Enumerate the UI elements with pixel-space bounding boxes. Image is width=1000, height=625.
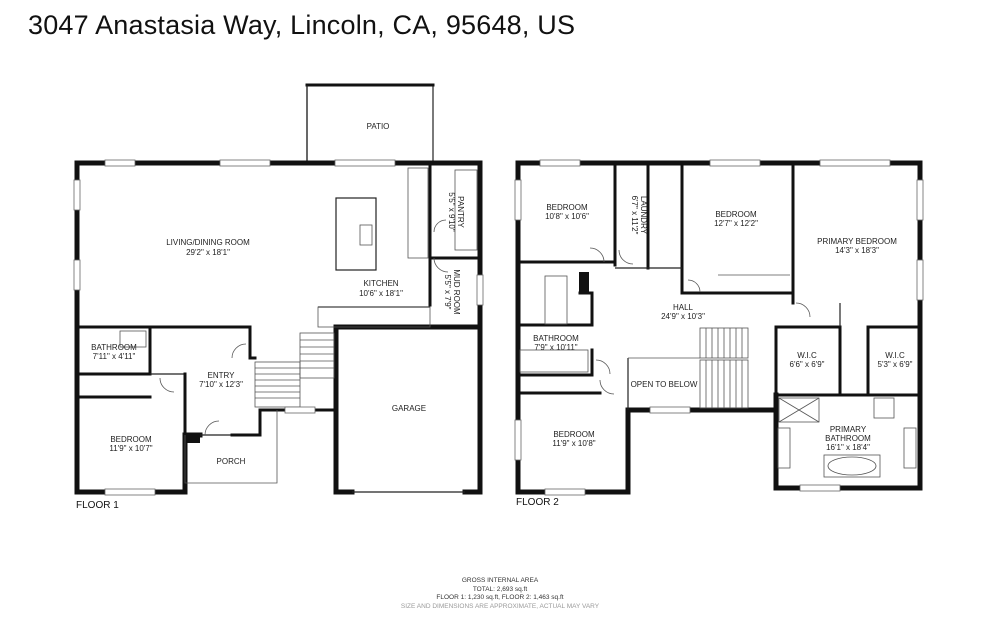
room-name-bathroom: BATHROOM — [91, 343, 137, 352]
room-name-entry: ENTRY — [208, 371, 236, 380]
room-name-pantry: PANTRY — [456, 196, 465, 228]
room-name-wic-2: W.I.C — [885, 351, 905, 360]
room-name-bathroom-2: BATHROOM — [533, 334, 579, 343]
room-dims-primary-bath: 16'1" x 18'4" — [826, 443, 870, 452]
room-name-mudroom: MUD ROOM — [452, 269, 461, 315]
room-name-wic-1: W.I.C — [797, 351, 817, 360]
property-address: 3047 Anastasia Way, Lincoln, CA, 95648, … — [28, 10, 576, 40]
area-summary: GROSS INTERNAL AREA TOTAL: 2,693 sq.ft F… — [0, 577, 1000, 611]
room-name-bedroom-b: BEDROOM — [715, 210, 757, 219]
room-dims-mudroom: 5'5" x 7'9" — [443, 275, 452, 310]
room-name-hall: HALL — [673, 303, 694, 312]
room-dims-laundry: 6'7" x 11'2" — [630, 196, 639, 235]
floor-1-label: FLOOR 1 — [76, 500, 119, 511]
room-dims-living: 29'2" x 18'1" — [186, 248, 230, 257]
room-name-bedroom: BEDROOM — [110, 435, 152, 444]
room-name-porch: PORCH — [217, 457, 246, 466]
room-dims-wic-1: 6'6" x 6'9" — [790, 360, 825, 369]
room-name-primary-bath-line1: PRIMARY — [830, 425, 867, 434]
room-dims-pantry: 5'5" x 9'10" — [447, 192, 456, 232]
room-name-open-to-below: OPEN TO BELOW — [631, 380, 698, 389]
room-dims-primary-bedroom: 14'3" x 18'3" — [835, 246, 879, 255]
room-dims-wic-2: 5'3" x 6'9" — [878, 360, 913, 369]
room-dims-hall: 24'9" x 10'3" — [661, 312, 705, 321]
floor-2-plan: BEDROOM 10'8" x 10'6" LAUNDRY 6'7" x 11'… — [514, 159, 924, 496]
kitchen-island — [335, 197, 377, 271]
floor-1-outer-wall — [74, 160, 483, 330]
room-name-patio: PATIO — [367, 122, 390, 131]
floor-2-stairs — [628, 327, 749, 409]
room-name-bedroom-c: BEDROOM — [553, 430, 595, 439]
room-name-kitchen: KITCHEN — [363, 279, 398, 288]
room-name-garage: GARAGE — [392, 404, 426, 413]
room-name-laundry: LAUNDRY — [639, 196, 648, 235]
area-disclaimer: SIZE AND DIMENSIONS ARE APPROXIMATE, ACT… — [400, 602, 600, 610]
room-name-primary-bedroom: PRIMARY BEDROOM — [817, 237, 897, 246]
room-dims-entry: 7'10" x 12'3" — [199, 380, 243, 389]
room-name-living: LIVING/DINING ROOM — [166, 238, 250, 247]
room-dims-bathroom-2: 7'9" x 10'11" — [534, 343, 577, 352]
room-dims-bedroom-a: 10'8" x 10'6" — [545, 212, 589, 221]
room-name-primary-bath-line2: BATHROOM — [825, 434, 871, 443]
area-total: TOTAL: 2,693 sq.ft — [472, 585, 528, 593]
area-heading: GROSS INTERNAL AREA — [461, 577, 539, 584]
room-dims-bedroom-b: 12'7" x 12'2" — [714, 219, 758, 228]
room-dims-bedroom-c: 11'9" x 10'8" — [552, 439, 595, 448]
room-dims-kitchen: 10'6" x 18'1" — [359, 289, 403, 298]
room-name-bedroom-a: BEDROOM — [546, 203, 588, 212]
floor-1-stairs — [254, 332, 335, 408]
floor-2-label: FLOOR 2 — [516, 497, 559, 508]
floor-1-plan: PATIO LIVING/DINING ROOM 29'2" x 18'1" K… — [73, 83, 484, 496]
room-dims-bedroom: 11'9" x 10'7" — [109, 444, 152, 453]
porch-outline — [184, 410, 278, 484]
room-dims-bathroom: 7'11" x 4'11" — [93, 352, 136, 361]
area-floors: FLOOR 1: 1,230 sq.ft, FLOOR 2: 1,463 sq.… — [436, 594, 564, 601]
